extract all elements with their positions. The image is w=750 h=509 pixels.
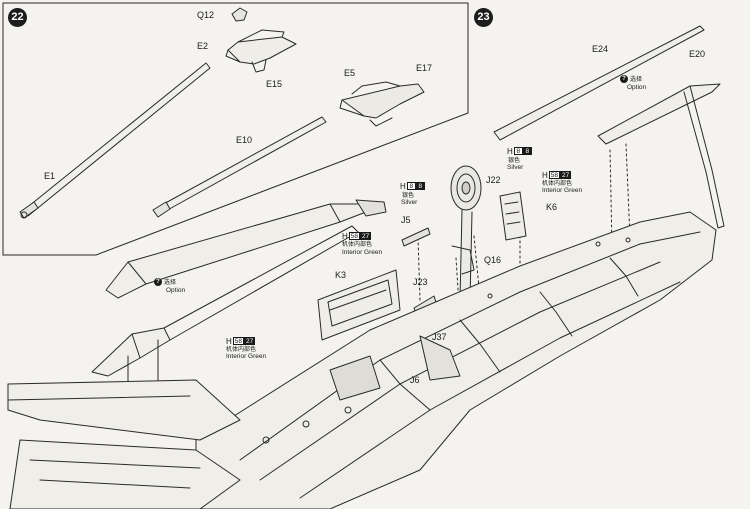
paint-brand: H [226, 336, 232, 346]
paint-brand: H [400, 181, 406, 191]
paint-code-alt: 8 [522, 147, 532, 155]
paint-code-alt: 27 [560, 171, 572, 179]
option-icon: ? [154, 277, 162, 286]
paint-name-cn: 银色 [402, 193, 415, 199]
part-label-e1: E1 [44, 171, 56, 181]
part-label-k3: K3 [335, 270, 347, 280]
paint-code: 58 [232, 337, 245, 345]
paint-code: 58 [548, 171, 561, 179]
paint-name-en: Interior Green [542, 187, 583, 194]
paint-name-cn: 银色 [508, 158, 521, 164]
paint-name-cn: 机体内部色 [542, 181, 573, 187]
part-e24-panel [493, 25, 705, 141]
paint-code-alt: 27 [360, 232, 372, 240]
paint-name-en: Interior Green [226, 353, 267, 360]
part-label-q16: Q16 [484, 255, 502, 265]
option-label-en: Option [627, 84, 647, 91]
part-e1-rod [19, 62, 211, 219]
paint-code: 8 [513, 147, 523, 155]
paint-name-en: Interior Green [342, 249, 383, 256]
paint-name-cn: 机体内部色 [226, 347, 257, 353]
part-k3-door [317, 269, 401, 341]
part-label-k6: K6 [546, 202, 558, 212]
paint-callout-interior-green: H 58 27 [342, 231, 372, 241]
option-label-cn: 选择 [164, 280, 177, 286]
paint-name-en: Silver [401, 199, 418, 206]
part-label-e2: E2 [197, 41, 209, 51]
option-label-cn: 选择 [630, 77, 643, 83]
part-k6-door [499, 191, 527, 241]
paint-callout-interior-green: H 58 27 [226, 336, 256, 346]
option-label-en: Option [166, 287, 186, 294]
paint-brand: H [507, 146, 513, 156]
part-label-q12: Q12 [197, 10, 215, 20]
step-number: 23 [477, 11, 490, 23]
option-marker: ? 选择 [154, 277, 176, 286]
part-label-e10: E10 [236, 135, 253, 145]
part-label-j23: J23 [413, 277, 428, 287]
paint-code: 8 [406, 182, 416, 190]
paint-code: 58 [348, 232, 361, 240]
paint-callout-silver: H 8 8 [507, 146, 532, 156]
part-label-j6: J6 [410, 375, 420, 385]
paint-callout-interior-green: H 58 27 [542, 170, 572, 180]
step-22-panel-frame [2, 2, 469, 256]
step-number: 22 [11, 11, 24, 23]
part-label-e24: E24 [592, 44, 609, 54]
paint-name-cn: 机体内部色 [342, 242, 373, 248]
part-e15-bracket [225, 29, 297, 73]
part-label-j22: J22 [486, 175, 501, 185]
part-label-j37: J37 [432, 332, 447, 342]
part-label-e5: E5 [344, 68, 356, 78]
part-e5-assembly [339, 81, 425, 127]
part-e10-rod [152, 116, 327, 218]
option-marker: ? 选择 [620, 74, 642, 83]
part-q12-cap [231, 7, 248, 22]
part-label-e20: E20 [689, 49, 706, 59]
part-drop-tank-upper [105, 199, 387, 299]
paint-brand: H [542, 170, 548, 180]
paint-brand: H [342, 231, 348, 241]
fuselage [195, 211, 717, 509]
paint-name-en: Silver [507, 164, 524, 171]
wing [7, 379, 241, 509]
part-j5-strut [401, 227, 431, 247]
step-number-badge: 23 [474, 8, 493, 27]
part-e20-panel [597, 83, 725, 229]
paint-code-alt: 8 [415, 182, 425, 190]
part-label-e15: E15 [266, 79, 283, 89]
paint-code-alt: 27 [244, 337, 256, 345]
step-number-badge: 22 [8, 8, 27, 27]
option-icon: ? [620, 74, 628, 83]
part-label-e17: E17 [416, 63, 433, 73]
part-nose-gear-wheel [450, 165, 482, 303]
paint-callout-silver: H 8 8 [400, 181, 425, 191]
part-label-j5: J5 [401, 215, 411, 225]
